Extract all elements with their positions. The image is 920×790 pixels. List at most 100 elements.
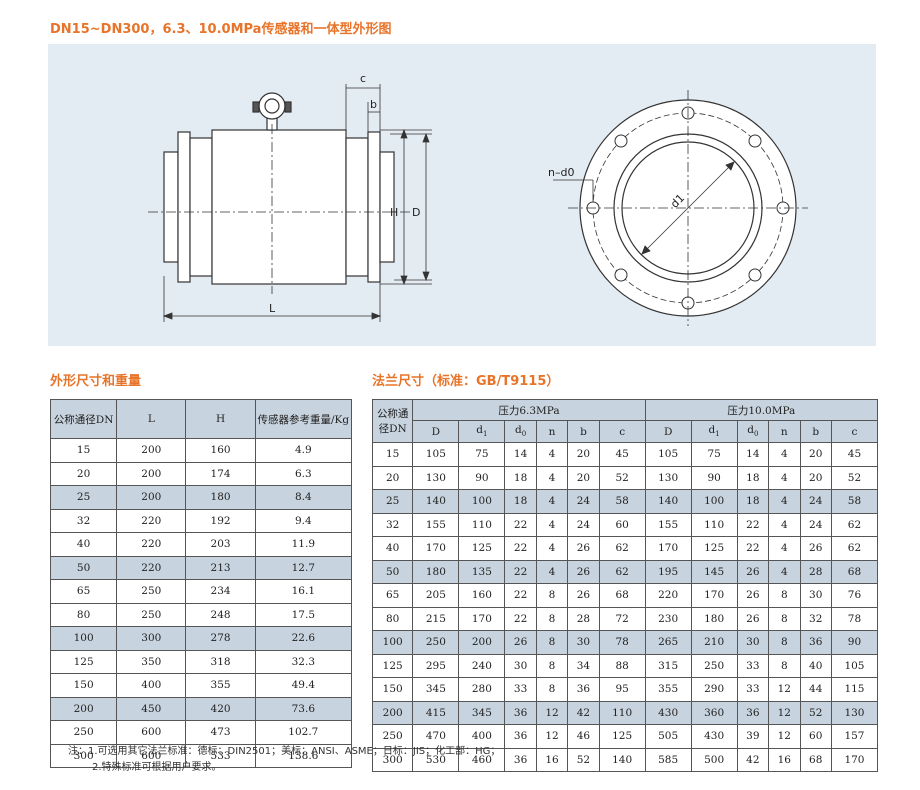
side-body <box>211 129 347 285</box>
col-d1: d1 <box>458 420 506 443</box>
table-cell: 12 <box>768 677 801 702</box>
table-cell: 72 <box>598 606 646 631</box>
table-cell: 18 <box>736 465 770 490</box>
table-cell: 157 <box>830 724 879 749</box>
table-cell: 12.7 <box>254 555 353 580</box>
table-cell: 4 <box>535 465 569 490</box>
table-cell: 95 <box>598 677 646 702</box>
table-cell: 100 <box>49 626 118 651</box>
table-cell: 22 <box>736 512 770 537</box>
table-cell: 60 <box>799 724 832 749</box>
table-cell: 17.5 <box>254 602 353 627</box>
table-cell: 39 <box>736 724 770 749</box>
table-cell: 12 <box>768 724 801 749</box>
table-cell: 25 <box>371 489 414 514</box>
table-cell: 52 <box>567 747 600 772</box>
side-left-flange-outer <box>177 131 191 283</box>
table-cell: 8 <box>535 583 569 608</box>
table-cell: 473 <box>185 720 256 745</box>
table-cell: 46 <box>567 724 600 749</box>
table-cell: 62 <box>830 536 879 561</box>
table-cell: 203 <box>185 532 256 557</box>
table-cell: 60 <box>598 512 646 537</box>
table-cell: 4 <box>768 512 801 537</box>
note-2: 2.特殊标准可根据用户要求。 <box>92 762 222 773</box>
table-cell: 36 <box>504 724 537 749</box>
table-cell: 300 <box>371 747 414 772</box>
notes: 注：1.可选用其它法兰标准：德标：DIN2501；美标：ANSI、ASME；日标… <box>68 744 500 776</box>
table-cell: 52 <box>830 465 879 490</box>
table-cell: 14 <box>736 442 770 467</box>
table-cell: 105 <box>412 442 460 467</box>
table-cell: 30 <box>567 630 600 655</box>
table-cell: 125 <box>598 724 646 749</box>
table-cell: 26 <box>736 606 770 631</box>
table-cell: 345 <box>458 700 506 725</box>
table-cell: 110 <box>598 700 646 725</box>
label-c: c <box>360 72 366 85</box>
table-cell: 300 <box>116 626 187 651</box>
table-cell: 533 <box>185 743 256 768</box>
col-d1-2: d1 <box>690 420 738 443</box>
table-cell: 52 <box>598 465 646 490</box>
table-cell: 76 <box>830 583 879 608</box>
table-cell: 192 <box>185 508 256 533</box>
table-cell: 250 <box>371 724 414 749</box>
table-cell: 26 <box>504 630 537 655</box>
table-cell: 58 <box>830 489 879 514</box>
table-cell: 4 <box>768 536 801 561</box>
table-cell: 62 <box>598 536 646 561</box>
table-cell: 20 <box>567 465 600 490</box>
table-cell: 350 <box>116 649 187 674</box>
table-cell: 213 <box>185 555 256 580</box>
table-cell: 500 <box>690 747 738 772</box>
label-b: b <box>370 98 377 111</box>
table-cell: 16 <box>535 747 569 772</box>
table-cell: 8 <box>535 653 569 678</box>
drawing-panel: c b H D L <box>48 44 876 346</box>
table-cell: 100 <box>690 489 738 514</box>
table-cell: 138.6 <box>254 743 353 768</box>
table-cell: 180 <box>185 485 256 510</box>
table-cell: 62 <box>830 512 879 537</box>
table-cell: 32 <box>49 508 118 533</box>
table-cell: 40 <box>49 532 118 557</box>
side-right-flange-outer <box>367 131 381 283</box>
table-cell: 125 <box>690 536 738 561</box>
table-cell: 20 <box>799 442 832 467</box>
table-cell: 36 <box>799 630 832 655</box>
table-cell: 115 <box>830 677 879 702</box>
table-cell: 160 <box>185 438 256 463</box>
table-cell: 11.9 <box>254 532 353 557</box>
table-cell: 22 <box>504 583 537 608</box>
table-cell: 248 <box>185 602 256 627</box>
table-cell: 36 <box>504 747 537 772</box>
table-cell: 75 <box>458 442 506 467</box>
table-cell: 155 <box>644 512 692 537</box>
table-cell: 135 <box>458 559 506 584</box>
table-cell: 8 <box>768 653 801 678</box>
table-cell: 155 <box>412 512 460 537</box>
table-cell: 22 <box>504 512 537 537</box>
table-cell: 170 <box>458 606 506 631</box>
table-cell: 150 <box>371 677 414 702</box>
table-cell: 4 <box>768 559 801 584</box>
table-cell: 50 <box>49 555 118 580</box>
table-cell: 50 <box>371 559 414 584</box>
table-cell: 290 <box>690 677 738 702</box>
table-cell: 9.4 <box>254 508 353 533</box>
table-cell: 4 <box>768 442 801 467</box>
table-cell: 355 <box>185 673 256 698</box>
table-cell: 205 <box>412 583 460 608</box>
table-cell: 200 <box>116 461 187 486</box>
table-cell: 220 <box>644 583 692 608</box>
table-cell: 30 <box>799 583 832 608</box>
